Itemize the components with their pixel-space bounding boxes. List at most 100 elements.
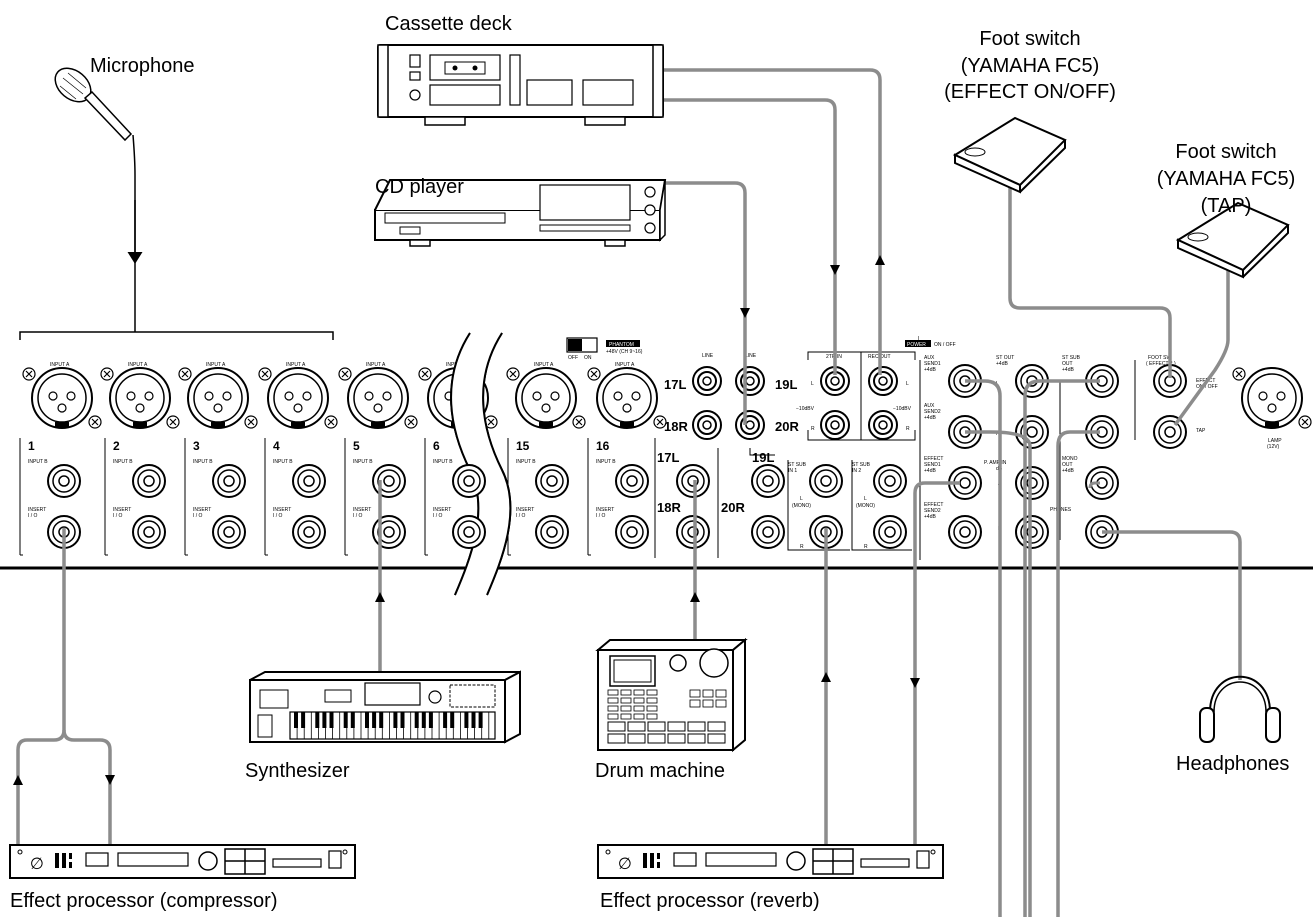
two-tr-level-label: −10dBV	[796, 406, 815, 412]
two-tr-in-r-jack[interactable]	[821, 411, 849, 439]
reverb-phase-icon: ∅	[618, 854, 632, 873]
input-b-label: INPUT B	[433, 459, 453, 465]
st-sub-in2-r-label: R	[864, 544, 868, 550]
insert-jack-15[interactable]	[536, 516, 568, 548]
drum-machine-icon	[598, 640, 745, 750]
st-sub-in2-r-jack[interactable]	[874, 516, 906, 548]
phantom-on-label: ON	[584, 355, 592, 361]
cassette-2tr-in-cable	[663, 100, 835, 375]
input-b-label: INPUT B	[113, 459, 133, 465]
st-sub-in2-l-jack[interactable]	[874, 465, 906, 497]
ch19l-line-label: 19L	[775, 377, 797, 392]
xlr-input-2[interactable]	[188, 368, 248, 428]
p-amp-in-a-jack[interactable]	[1016, 467, 1048, 499]
input-b-jack-3[interactable]	[213, 465, 245, 497]
insert-io-label: I / O	[516, 513, 526, 519]
ch17l-jack[interactable]	[677, 465, 709, 497]
screw-icon	[573, 416, 585, 428]
ch17l-line-jack[interactable]	[693, 367, 721, 395]
ch18r-jack[interactable]	[677, 516, 709, 548]
insert-jack-2[interactable]	[133, 516, 165, 548]
insert-jack-4[interactable]	[293, 516, 325, 548]
compressor-in-arrow	[13, 775, 23, 785]
ch20r-line-jack[interactable]	[736, 411, 764, 439]
input-a-label: INPUT A	[128, 362, 148, 368]
input-b-jack-4[interactable]	[293, 465, 325, 497]
insert-jack-3[interactable]	[213, 516, 245, 548]
xlr-input-1[interactable]	[110, 368, 170, 428]
reverb-label: Effect processor (reverb)	[600, 890, 820, 912]
ch19l-jack[interactable]	[752, 465, 784, 497]
input-a-label: INPUT A	[286, 362, 306, 368]
st-out-r-jack[interactable]	[1016, 416, 1048, 448]
effect-send2-jack[interactable]	[949, 516, 981, 548]
insert-io-label: I / O	[273, 513, 283, 519]
ch18r-line-label: 18R	[664, 419, 688, 434]
foot-switch-tap-label-2: (YAMAHA FC5)	[1157, 168, 1296, 190]
input-b-jack-15[interactable]	[536, 465, 568, 497]
foot-switch-tap-label-3: (TAP)	[1201, 195, 1252, 217]
ch18r-line-jack[interactable]	[693, 411, 721, 439]
ch20r-jack[interactable]	[752, 516, 784, 548]
input-b-label: INPUT B	[193, 459, 213, 465]
xlr-input-6[interactable]	[516, 368, 576, 428]
input-b-jack-5[interactable]	[373, 465, 405, 497]
input-a-label: INPUT A	[50, 362, 70, 368]
drum-arrow	[690, 592, 700, 602]
headphones-label: Headphones	[1176, 753, 1289, 775]
input-b-jack-16[interactable]	[616, 465, 648, 497]
insert-jack-6[interactable]	[453, 516, 485, 548]
screw-icon	[101, 368, 113, 380]
xlr-input-3[interactable]	[268, 368, 328, 428]
input-b-jack-1[interactable]	[48, 465, 80, 497]
screw-icon	[89, 416, 101, 428]
headphones-cable	[1102, 532, 1240, 680]
rec-out-r-jack[interactable]	[869, 411, 897, 439]
insert-jack-5[interactable]	[373, 516, 405, 548]
input-a-label: INPUT A	[366, 362, 386, 368]
screw-icon	[1233, 368, 1245, 380]
st-sub-in1-r-label: R	[800, 544, 804, 550]
ch19l-line-jack[interactable]	[736, 367, 764, 395]
st-sub-in2-l-label: L	[864, 496, 867, 502]
ch17l-line-label: 17L	[664, 377, 686, 392]
channel-number-4: 4	[273, 439, 280, 453]
synthesizer-label: Synthesizer	[245, 760, 350, 782]
phantom-range-label: +48V (CH 9~16)	[606, 349, 643, 355]
channel-number-6: 6	[433, 439, 440, 453]
effect-send-arrow	[910, 678, 920, 688]
st-sub-in1-l-jack[interactable]	[810, 465, 842, 497]
channel-number-3: 3	[193, 439, 200, 453]
screw-icon	[325, 416, 337, 428]
insert-io-label: I / O	[193, 513, 203, 519]
input-bracket	[20, 332, 333, 340]
input-a-label: INPUT A	[534, 362, 554, 368]
input-b-jack-6[interactable]	[453, 465, 485, 497]
xlr-input-lamp[interactable]	[1242, 368, 1302, 428]
compressor-icon: ∅	[10, 845, 355, 878]
input-b-jack-2[interactable]	[133, 465, 165, 497]
line-label-left: LINE	[702, 353, 714, 359]
screw-icon	[167, 416, 179, 428]
insert-io-label: I / O	[28, 513, 38, 519]
insert-io-label: I / O	[433, 513, 443, 519]
rec-out-arrow	[875, 255, 885, 265]
insert-send-cable	[18, 730, 64, 845]
xlr-input-7[interactable]	[597, 368, 657, 428]
drum-machine-label: Drum machine	[595, 760, 725, 782]
cassette-deck-label: Cassette deck	[385, 13, 513, 35]
xlr-input-4[interactable]	[348, 368, 408, 428]
ch20r-label: 20R	[721, 500, 745, 515]
compressor-label: Effect processor (compressor)	[10, 890, 278, 912]
insert-jack-16[interactable]	[616, 516, 648, 548]
p-amp-in-b-jack[interactable]	[1016, 516, 1048, 548]
screw-icon	[23, 368, 35, 380]
input-b-label: INPUT B	[28, 459, 48, 465]
rec-out-l-jack[interactable]	[869, 367, 897, 395]
input-b-label: INPUT B	[273, 459, 293, 465]
reverb-return-arrow	[821, 672, 831, 682]
xlr-input-0[interactable]	[32, 368, 92, 428]
foot-sw-tap-jack[interactable]	[1154, 416, 1186, 448]
synthesizer-icon	[250, 672, 520, 742]
